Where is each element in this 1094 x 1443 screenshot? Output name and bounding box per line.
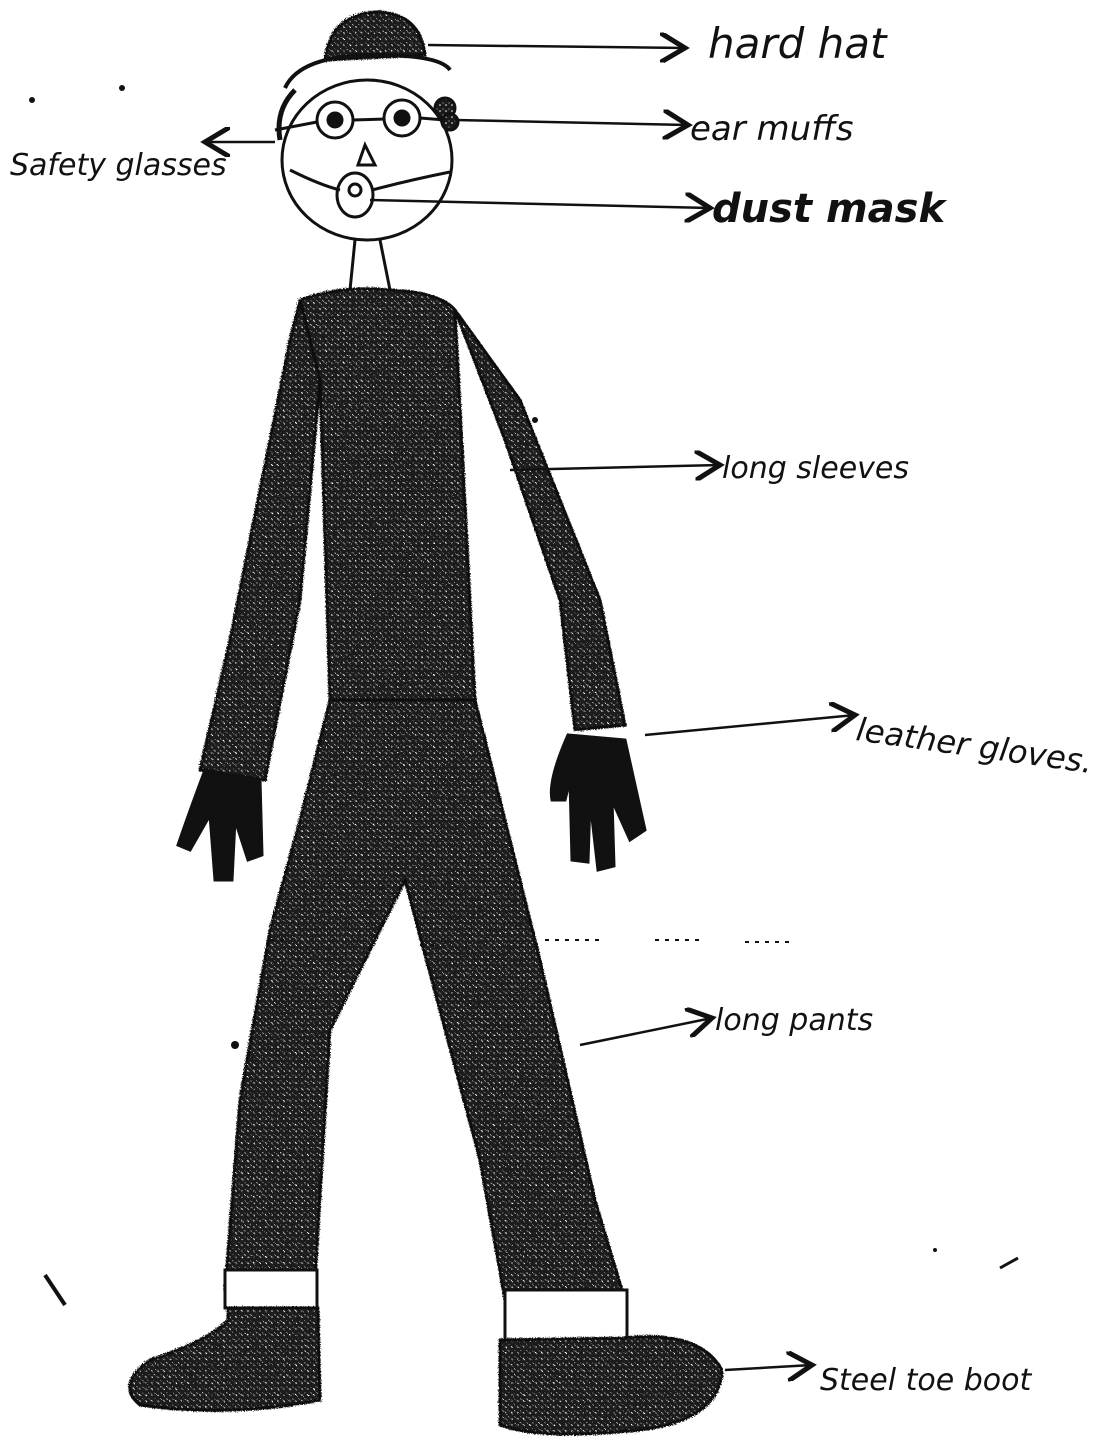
right-glove-drawing <box>551 735 645 870</box>
label-ear-muffs: ear muffs <box>690 109 853 149</box>
arrow-hard-hat <box>428 45 685 48</box>
torso-drawing <box>300 289 475 700</box>
label-hard-hat: hard hat <box>708 19 888 68</box>
arrow-long-pants <box>580 1018 712 1045</box>
worker-figure <box>130 12 722 1434</box>
arrow-steel-toe-boot <box>725 1365 812 1370</box>
arrow-leather-gloves <box>645 715 855 735</box>
left-glove-drawing <box>178 770 262 880</box>
label-safety-glasses: Safety glasses <box>10 148 227 183</box>
hard-hat-drawing <box>285 12 450 88</box>
left-boot-drawing <box>130 1308 320 1410</box>
right-sleeve-drawing <box>455 310 625 730</box>
left-sleeve-drawing <box>200 300 320 780</box>
right-boot-drawing <box>500 1337 722 1434</box>
label-leather-gloves: leather gloves. <box>854 710 1094 781</box>
label-long-pants: long pants <box>715 1003 873 1038</box>
arrow-ear-muffs <box>455 120 688 125</box>
head-drawing <box>275 80 458 240</box>
label-steel-toe-boot: Steel toe boot <box>820 1363 1032 1398</box>
label-long-sleeves: long sleeves <box>722 451 909 486</box>
label-dust-mask: dust mask <box>712 186 947 232</box>
